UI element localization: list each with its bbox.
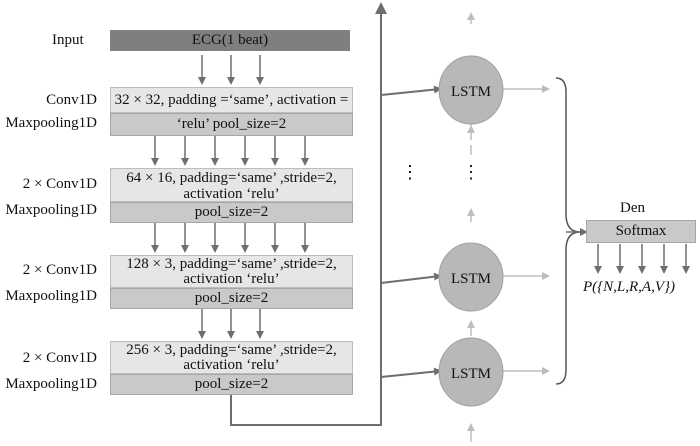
block2-conv: 64 × 16, padding=‘same’ ,stride=2, activ… [110,168,353,202]
arrows-input-to-conv1 [198,55,264,85]
block3-pool: pool_size=2 [110,288,353,309]
block4-conv-line2: activation ‘relu’ [183,357,280,373]
arrows-block1-to-block2 [151,136,309,166]
label-conv2: 2 × Conv1D [22,176,97,192]
lstm-label-3: LSTM [451,366,491,382]
block3-conv: 128 × 3, padding=‘same’ ,stride=2, activ… [110,255,353,288]
block1-conv: 32 × 32, padding =‘same’, activation = [110,87,353,113]
dense-title: Den [620,200,645,216]
label-conv4: 2 × Conv1D [22,350,97,366]
block2-pool: pool_size=2 [110,202,353,223]
lstm-node-3 [438,337,504,407]
block3-conv-line2: activation ‘relu’ [183,271,280,287]
block2-conv-line2: activation ‘relu’ [183,186,280,202]
label-conv3: 2 × Conv1D [22,262,97,278]
bus-line [230,2,387,426]
lstm-node-1 [438,55,504,125]
lstm-label-1: LSTM [451,84,491,100]
block4-conv: 256 × 3, padding=‘same’ ,stride=2, activ… [110,341,353,374]
lstm-output-arrows [502,85,550,375]
label-maxpool1: Maxpooling1D [5,115,97,131]
block3-conv-line1: 128 × 3, padding=‘same’ ,stride=2, [126,256,337,272]
input-box: ECG(1 beat) [110,30,350,51]
block4-conv-line1: 256 × 3, padding=‘same’ ,stride=2, [126,342,337,358]
bus-to-lstm-arrows [380,85,442,378]
output-probability: P({N,L,R,A,V}) [583,279,675,295]
block2-conv-line1: 64 × 16, padding=‘same’ ,stride=2, [126,170,337,186]
arrows-block2-to-block3 [151,223,309,253]
block1-pool: ‘relu’ pool_size=2 [110,113,353,136]
ellipsis-left: ⋮ [401,162,419,182]
label-maxpool3: Maxpooling1D [5,288,97,304]
merge-brace [555,77,581,385]
softmax-box: Softmax [586,220,696,243]
label-maxpool4: Maxpooling1D [5,376,97,392]
arrows-block3-to-block4 [198,309,264,339]
lstm-node-2 [438,242,504,312]
label-input: Input [52,32,84,48]
label-maxpool2: Maxpooling1D [5,202,97,218]
softmax-output-arrows [594,244,690,274]
block4-pool: pool_size=2 [110,374,353,395]
ellipsis-right: ⋮ [462,162,480,182]
lstm-label-2: LSTM [451,271,491,287]
label-conv1: Conv1D [46,92,97,108]
